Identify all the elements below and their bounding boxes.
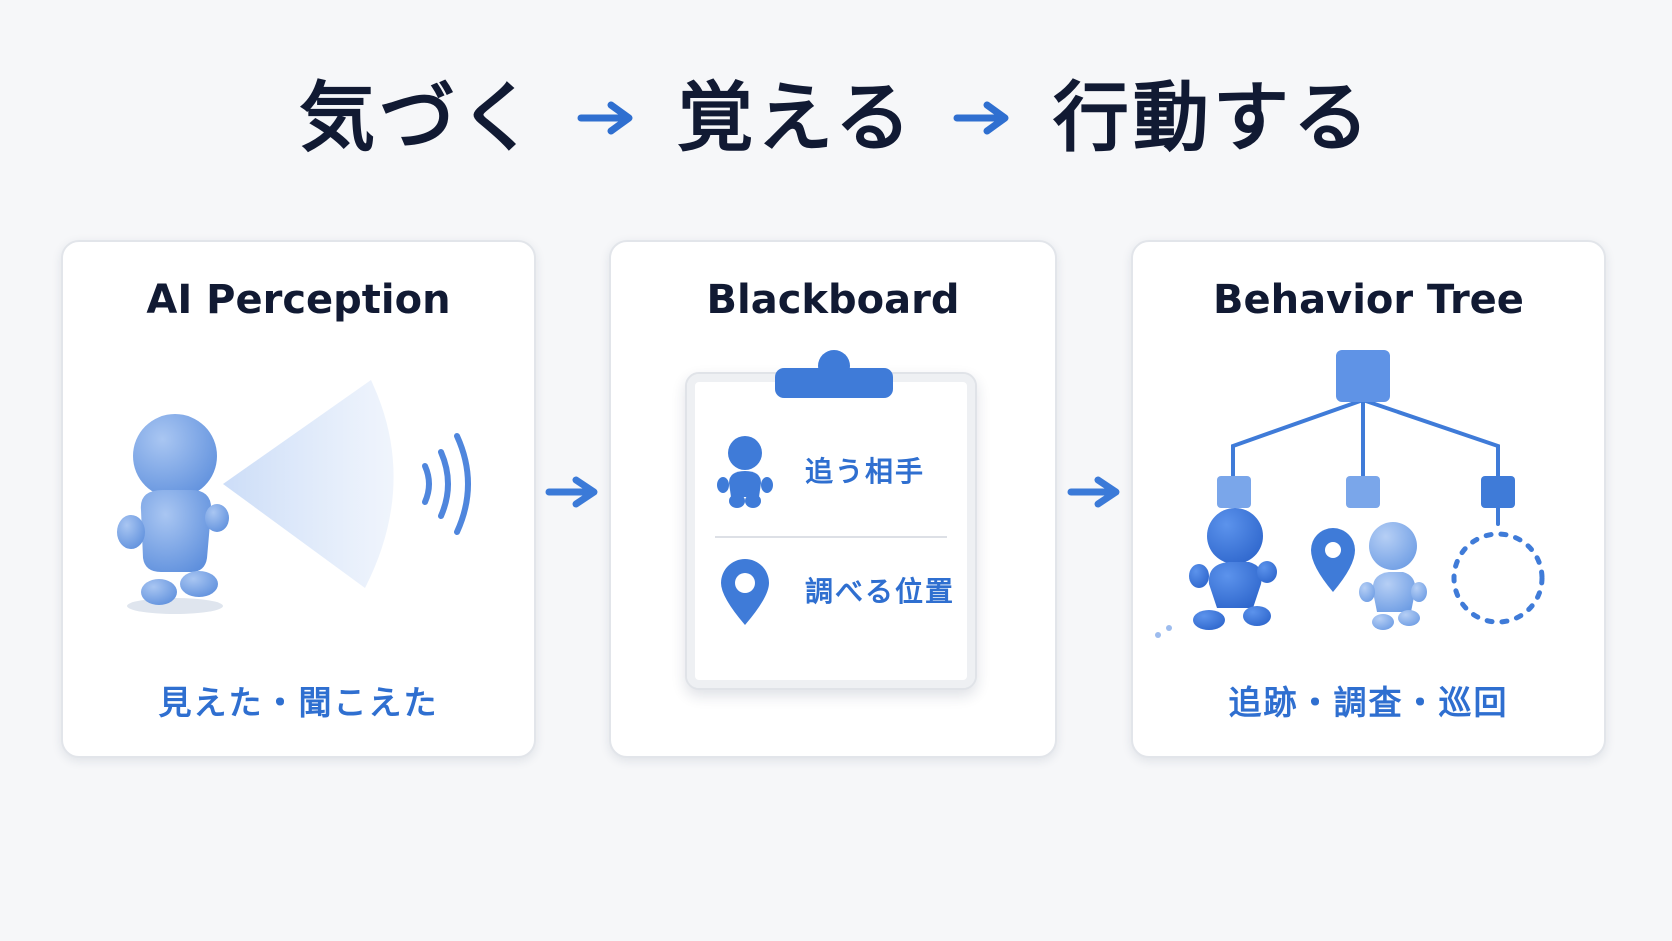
character-icon	[117, 414, 229, 614]
walking-character-icon	[1359, 522, 1427, 630]
person-icon	[717, 436, 773, 508]
blackboard-clipboard: 追う相手 調べる位置	[685, 350, 977, 690]
behavior-tree-title: Behavior Tree	[1213, 277, 1524, 323]
headline-step-act: 行動する	[1052, 73, 1373, 162]
arrow-right-icon	[577, 101, 633, 135]
blackboard-entry-location: 調べる位置	[805, 575, 956, 608]
behavior-tree-caption: 追跡・調査・巡回	[1228, 683, 1509, 722]
behavior-tree-card: Behavior Tree	[1131, 240, 1606, 758]
clip-icon	[775, 350, 893, 398]
tree-diagram-icon	[1217, 350, 1515, 526]
blackboard-entry: 追う相手	[687, 436, 975, 508]
arrow-right-icon	[953, 101, 1009, 135]
perception-illustration	[117, 380, 471, 614]
vision-cone-icon	[223, 380, 394, 588]
arrow-right-icon	[1067, 476, 1120, 508]
blackboard-entry-target: 追う相手	[805, 455, 926, 488]
arrow-right-icon	[545, 476, 598, 508]
sound-waves-icon	[422, 433, 471, 535]
running-character-icon	[1155, 508, 1277, 638]
patrol-loop-icon	[1451, 531, 1545, 625]
perception-caption: 見えた・聞こえた	[158, 683, 439, 722]
location-pin-icon	[721, 559, 769, 625]
divider	[715, 536, 947, 538]
blackboard-card: Blackboard 追う相手 調べる位置	[609, 240, 1057, 758]
perception-title: AI Perception	[146, 277, 451, 323]
headline: 気づく 覚える 行動する	[0, 80, 1672, 156]
headline-step-remember: 覚える	[677, 73, 915, 162]
headline-step-notice: 気づく	[299, 73, 540, 162]
blackboard-entry: 調べる位置	[687, 559, 975, 625]
perception-card: AI Perception	[61, 240, 536, 758]
behavior-tree-illustration	[1155, 350, 1545, 638]
location-pin-icon	[1311, 528, 1355, 592]
blackboard-title: Blackboard	[706, 277, 960, 323]
